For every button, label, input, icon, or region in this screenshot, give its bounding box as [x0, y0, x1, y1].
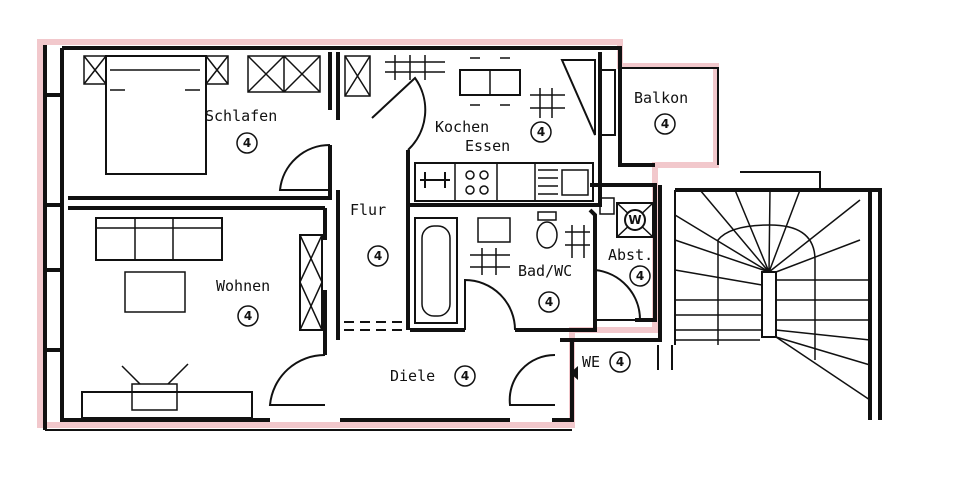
room-label-bad: Bad/WC	[518, 262, 572, 280]
room-number-balkon: 4	[661, 117, 669, 131]
room-number-diele: 4	[461, 369, 469, 383]
room-label-we: WE	[582, 353, 600, 371]
room-label-wohnen: Wohnen	[216, 277, 270, 295]
room-number-schlafen: 4	[243, 136, 251, 150]
room-number-abst: 4	[636, 269, 644, 283]
interior-walls	[68, 52, 662, 355]
room-number-flur: 4	[374, 249, 382, 263]
room-label-essen: Essen	[465, 137, 510, 155]
room-number-kochen: 4	[537, 125, 545, 139]
room-number-bad: 4	[545, 295, 553, 309]
washer-symbol: W	[628, 213, 641, 227]
furniture: W	[81, 55, 654, 419]
entrance-arrow-icon	[570, 366, 578, 380]
room-label-schlafen: Schlafen	[205, 107, 277, 125]
room-number-we: 4	[616, 355, 624, 369]
room-label-flur: Flur	[350, 201, 386, 219]
room-label-diele: Diele	[390, 367, 435, 385]
room-label-balkon: Balkon	[634, 89, 688, 107]
room-labels: Schlafen 4 Kochen Essen 4 Balkon 4 Flur …	[205, 89, 688, 387]
doors	[268, 59, 642, 406]
room-label-abst: Abst.	[608, 246, 653, 264]
room-number-wohnen: 4	[244, 309, 252, 323]
outer-walls	[43, 45, 719, 431]
staircase	[570, 171, 882, 420]
room-label-kochen: Kochen	[435, 118, 489, 136]
